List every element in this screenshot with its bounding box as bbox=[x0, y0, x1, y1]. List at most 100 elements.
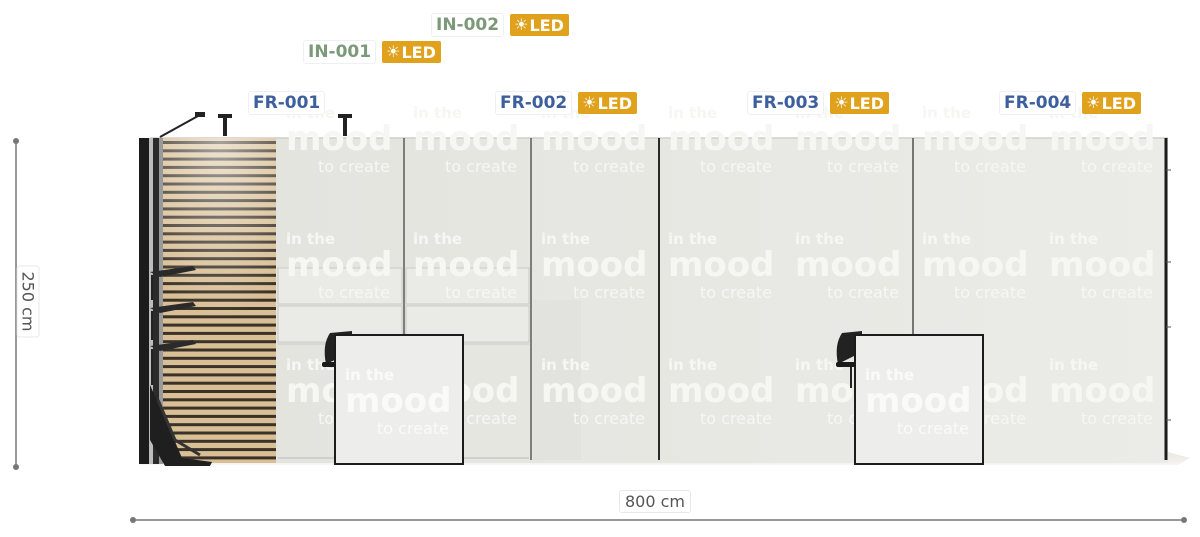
svg-text:to create: to create bbox=[445, 283, 517, 302]
svg-text:to create: to create bbox=[700, 409, 772, 428]
zone-code: IN-001 bbox=[303, 40, 377, 64]
svg-text:mood: mood bbox=[668, 371, 774, 411]
wood-slat-gap bbox=[163, 431, 276, 435]
sun-icon: ☀ bbox=[386, 42, 401, 61]
led-badge: ☀LED bbox=[1082, 92, 1141, 114]
svg-text:mood: mood bbox=[1049, 245, 1155, 285]
svg-text:mood: mood bbox=[865, 381, 971, 421]
svg-text:in the: in the bbox=[668, 356, 717, 374]
svg-text:mood: mood bbox=[541, 245, 647, 285]
led-badge: ☀LED bbox=[382, 41, 441, 63]
svg-text:to create: to create bbox=[954, 157, 1026, 176]
zone-tag-fr-003[interactable]: FR-003 ☀LED bbox=[747, 91, 889, 115]
svg-text:in the: in the bbox=[795, 356, 844, 374]
svg-text:to create: to create bbox=[318, 157, 390, 176]
svg-text:mood: mood bbox=[668, 119, 774, 159]
width-dimension-line bbox=[130, 517, 1187, 523]
svg-text:mood: mood bbox=[413, 245, 519, 285]
svg-text:mood: mood bbox=[541, 119, 647, 159]
spotlight bbox=[338, 114, 352, 136]
wood-slat-gap bbox=[163, 423, 276, 427]
svg-text:in the: in the bbox=[668, 230, 717, 248]
height-dimension-line bbox=[13, 138, 19, 470]
zone-tag-fr-002[interactable]: FR-002 ☀LED bbox=[495, 91, 637, 115]
zone-code: FR-004 bbox=[999, 91, 1077, 115]
wood-slat-gap bbox=[163, 356, 276, 360]
wood-slat-gap bbox=[163, 448, 276, 452]
svg-text:to create: to create bbox=[573, 283, 645, 302]
spotlight bbox=[159, 112, 205, 138]
svg-text:in the: in the bbox=[286, 230, 335, 248]
svg-text:in the: in the bbox=[345, 366, 394, 384]
svg-text:mood: mood bbox=[795, 245, 901, 285]
wood-slat-gap bbox=[163, 340, 276, 344]
led-badge: ☀LED bbox=[510, 14, 569, 36]
svg-text:in the: in the bbox=[795, 230, 844, 248]
svg-text:in the: in the bbox=[413, 104, 462, 122]
wood-slat-gap bbox=[163, 406, 276, 410]
svg-text:in the: in the bbox=[922, 104, 971, 122]
zone-tag-in-001[interactable]: IN-001 ☀LED bbox=[303, 40, 441, 64]
wood-slat-gap bbox=[163, 414, 276, 418]
svg-text:mood: mood bbox=[922, 245, 1028, 285]
wood-slat-gap bbox=[163, 365, 276, 369]
svg-text:in the: in the bbox=[865, 366, 914, 384]
zone-tag-fr-004[interactable]: FR-004 ☀LED bbox=[999, 91, 1141, 115]
svg-text:mood: mood bbox=[922, 119, 1028, 159]
side-frame bbox=[139, 138, 163, 464]
svg-text:to create: to create bbox=[700, 157, 772, 176]
wood-slat-gap bbox=[163, 439, 276, 443]
svg-text:in the: in the bbox=[541, 230, 590, 248]
height-dimension-label: 250 cm bbox=[16, 265, 40, 338]
svg-text:to create: to create bbox=[1081, 409, 1153, 428]
reception-counter bbox=[854, 334, 984, 465]
svg-text:mood: mood bbox=[795, 119, 901, 159]
svg-text:mood: mood bbox=[668, 245, 774, 285]
svg-text:mood: mood bbox=[345, 381, 451, 421]
zone-tag-in-002[interactable]: IN-002 ☀LED bbox=[431, 13, 569, 37]
zone-code: IN-002 bbox=[431, 13, 505, 37]
sun-icon: ☀ bbox=[582, 93, 597, 112]
svg-text:in the: in the bbox=[922, 230, 971, 248]
zone-code: FR-002 bbox=[495, 91, 573, 115]
wood-slat-gap bbox=[163, 381, 276, 385]
slatted-wood-wall bbox=[163, 138, 276, 463]
led-badge: ☀LED bbox=[830, 92, 889, 114]
svg-text:in the: in the bbox=[541, 356, 590, 374]
svg-text:to create: to create bbox=[1081, 283, 1153, 302]
svg-text:to create: to create bbox=[377, 419, 449, 438]
svg-text:to create: to create bbox=[897, 419, 969, 438]
svg-text:to create: to create bbox=[827, 283, 899, 302]
sun-icon: ☀ bbox=[834, 93, 849, 112]
wood-slat-gap bbox=[163, 373, 276, 377]
zone-code: FR-001 bbox=[248, 91, 326, 115]
zone-tag-fr-001[interactable]: FR-001 bbox=[248, 91, 326, 115]
svg-text:to create: to create bbox=[445, 157, 517, 176]
reception-counter bbox=[334, 334, 464, 465]
svg-text:to create: to create bbox=[573, 409, 645, 428]
wood-slat-gap bbox=[163, 456, 276, 460]
svg-text:mood: mood bbox=[1049, 119, 1155, 159]
svg-text:mood: mood bbox=[286, 119, 392, 159]
svg-text:in the: in the bbox=[286, 356, 335, 374]
svg-text:mood: mood bbox=[286, 245, 392, 285]
svg-text:to create: to create bbox=[700, 283, 772, 302]
